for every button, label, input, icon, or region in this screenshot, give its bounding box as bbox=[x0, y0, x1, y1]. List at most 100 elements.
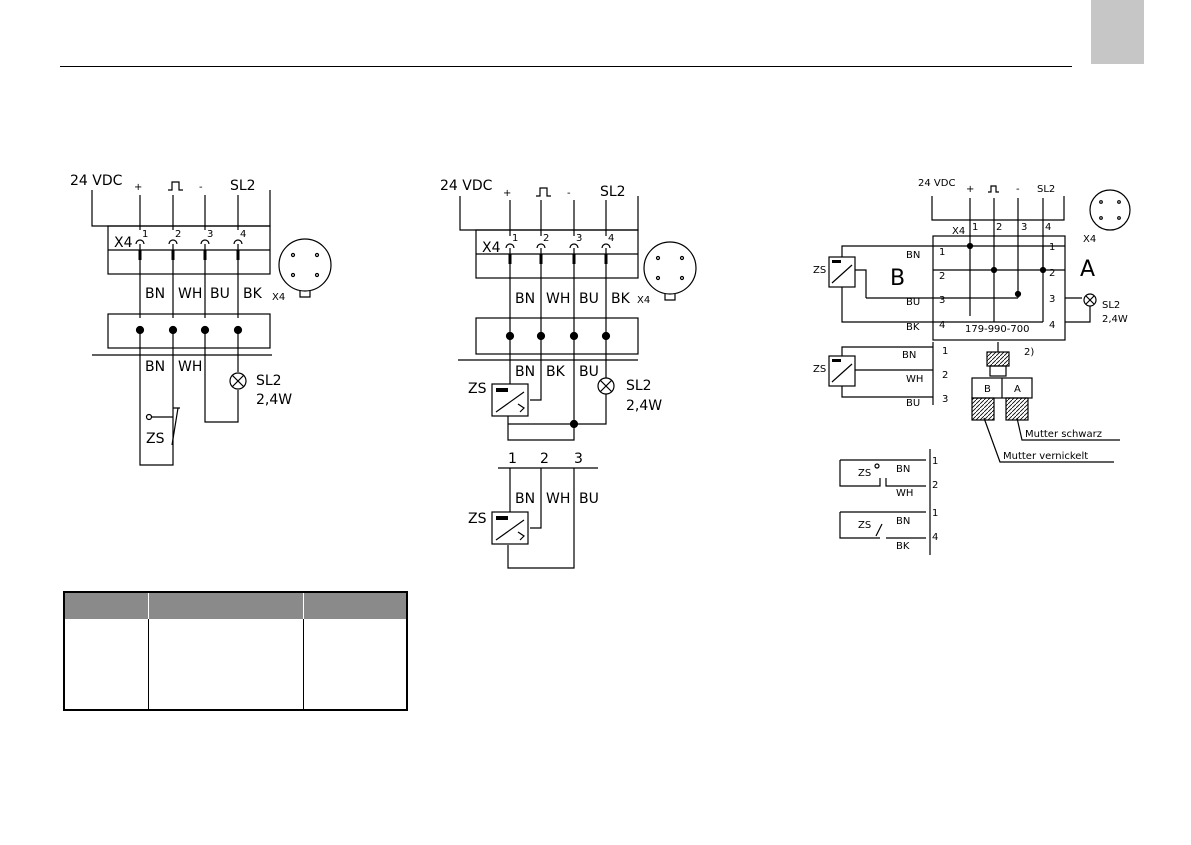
spec-table bbox=[63, 591, 408, 711]
d1-wire-wh: WH bbox=[178, 286, 202, 302]
d2-face-pin bbox=[679, 255, 685, 261]
table-header-separator-1 bbox=[148, 593, 149, 619]
d2-sl2-label: SL2 bbox=[600, 184, 626, 200]
y-conn-nut-b bbox=[971, 397, 995, 421]
d2-pin-1: 1 bbox=[512, 233, 518, 244]
d1-minus-label: - bbox=[199, 182, 203, 193]
d2-sub-pin-2: 2 bbox=[540, 451, 549, 467]
d2-lower-wires bbox=[507, 336, 607, 441]
d3-sensor-2-wires bbox=[841, 342, 934, 405]
d3-s2-pin-2: 2 bbox=[942, 370, 948, 381]
d3-junction-dot bbox=[966, 242, 974, 250]
d3-right-pin-3: 3 bbox=[1049, 294, 1055, 305]
y-conn-neck bbox=[989, 365, 1007, 377]
d2-sub-pin-1: 1 bbox=[508, 451, 517, 467]
d2-conn-side-label: X4 bbox=[637, 295, 650, 306]
d1-pulse-symbol bbox=[168, 181, 183, 191]
d3-side-b: B bbox=[890, 266, 905, 291]
d3-junction-dot bbox=[1014, 290, 1022, 298]
d1-wire-bn: BN bbox=[145, 286, 165, 302]
d3-left-pin-2: 2 bbox=[939, 271, 945, 282]
d2-sub-bu: BU bbox=[579, 491, 599, 507]
d1-face-pin bbox=[314, 272, 320, 278]
d3-connector-face-icon bbox=[1089, 189, 1131, 231]
d3-sensor-bar bbox=[832, 260, 841, 263]
d1-sl2-label: SL2 bbox=[230, 178, 256, 194]
d2-lower-bu: BU bbox=[579, 364, 599, 380]
d3-pin-1: 1 bbox=[972, 222, 978, 233]
d2-wire-bu: BU bbox=[579, 291, 599, 307]
d3-note: 2) bbox=[1024, 347, 1034, 358]
d3-minus-label: - bbox=[1016, 184, 1020, 195]
table-col-divider-1 bbox=[148, 593, 149, 709]
d3-lamp-cross bbox=[1085, 295, 1095, 305]
d2-lamp-power: 2,4W bbox=[626, 398, 662, 414]
d2-switch-label: ZS bbox=[468, 381, 487, 397]
d3-third-switch-2: ZS bbox=[858, 520, 871, 531]
d1-lower-bn: BN bbox=[145, 359, 165, 375]
d3-y-splitter-box bbox=[932, 235, 1066, 341]
d3-lamp-icon bbox=[1083, 293, 1097, 307]
d3-internal-wiring bbox=[933, 245, 1065, 323]
d2-pin-sockets bbox=[505, 243, 611, 249]
d3-s2-bn: BN bbox=[902, 350, 916, 361]
d1-switch-contact bbox=[145, 413, 153, 421]
d1-lamp-power: 2,4W bbox=[256, 392, 292, 408]
d1-lamp-cross bbox=[231, 374, 245, 388]
d1-pin-2: 2 bbox=[175, 229, 181, 240]
d3-junction-dot bbox=[990, 266, 998, 274]
d1-conn-label: X4 bbox=[114, 235, 133, 251]
d1-supply-label: 24 VDC bbox=[70, 173, 123, 189]
d2-lamp-icon bbox=[597, 377, 615, 395]
d3-right-pin-2: 2 bbox=[1049, 268, 1055, 279]
d2-supply-label: 24 VDC bbox=[440, 178, 493, 194]
d1-wire-bu: BU bbox=[210, 286, 230, 302]
d1-pin-posts bbox=[138, 250, 240, 260]
diagram-2: 24 VDC + - SL2 X4 1 2 3 4 BN WH BU BK X4… bbox=[440, 178, 697, 569]
d1-face-pin bbox=[290, 252, 296, 258]
d3-left-pin-4: 4 bbox=[939, 320, 945, 331]
d3-third-1-wh: WH bbox=[896, 488, 913, 499]
d3-sensor-wires bbox=[841, 245, 933, 323]
d3-leader-black bbox=[1016, 417, 1120, 441]
page-tab bbox=[1091, 0, 1144, 64]
d3-left-pin-1: 1 bbox=[939, 247, 945, 258]
d1-face-pin bbox=[314, 252, 320, 258]
y-conn-top-nut bbox=[986, 351, 1010, 367]
d1-supply-frame bbox=[91, 190, 271, 227]
d2-sub-bn: BN bbox=[515, 491, 535, 507]
d3-s2-bu: BU bbox=[906, 398, 920, 409]
d3-third-1-pin-a: 1 bbox=[932, 456, 938, 467]
d2-face-pin bbox=[655, 255, 661, 261]
d3-y-b: B bbox=[984, 384, 991, 395]
d2-conn-label: X4 bbox=[482, 240, 501, 256]
diagram-3: 24 VDC + - SL2 X4 1 2 3 4 X4 B A 1 2 3 4… bbox=[813, 178, 1131, 555]
d3-lamp-power: 2,4W bbox=[1102, 314, 1128, 325]
d3-nut-black-label: Mutter schwarz bbox=[1025, 429, 1102, 440]
d3-third-1-pin-b: 2 bbox=[932, 480, 938, 491]
d3-plus-label: + bbox=[966, 184, 974, 195]
d3-lamp-label: SL2 bbox=[1102, 300, 1120, 311]
d2-face-pin bbox=[655, 275, 661, 281]
d1-switch-icon bbox=[151, 407, 180, 446]
d3-supply-frame bbox=[931, 196, 1065, 221]
y-connector-icon bbox=[971, 342, 1033, 421]
d1-pin-4: 4 bbox=[240, 229, 246, 240]
d1-wire-bk: BK bbox=[243, 286, 263, 302]
d2-pin-4: 4 bbox=[608, 233, 614, 244]
d3-left-wire-bu: BU bbox=[906, 297, 920, 308]
d3-third-1-bn: BN bbox=[896, 464, 910, 475]
d3-face-pin bbox=[1117, 216, 1121, 220]
d2-lower-bk: BK bbox=[546, 364, 566, 380]
d3-switch-label: ZS bbox=[813, 265, 826, 276]
d1-connector-face-icon bbox=[278, 238, 332, 292]
d3-pin-3: 3 bbox=[1021, 222, 1027, 233]
d2-junction-dot bbox=[569, 419, 579, 429]
d2-sub-switch-label: ZS bbox=[468, 511, 487, 527]
d1-pin-sockets bbox=[135, 239, 243, 245]
d1-lower-wires bbox=[139, 330, 239, 466]
d3-y-a: A bbox=[1014, 384, 1021, 395]
d1-conn-side-label: X4 bbox=[272, 292, 285, 303]
d2-pin-3: 3 bbox=[576, 233, 582, 244]
